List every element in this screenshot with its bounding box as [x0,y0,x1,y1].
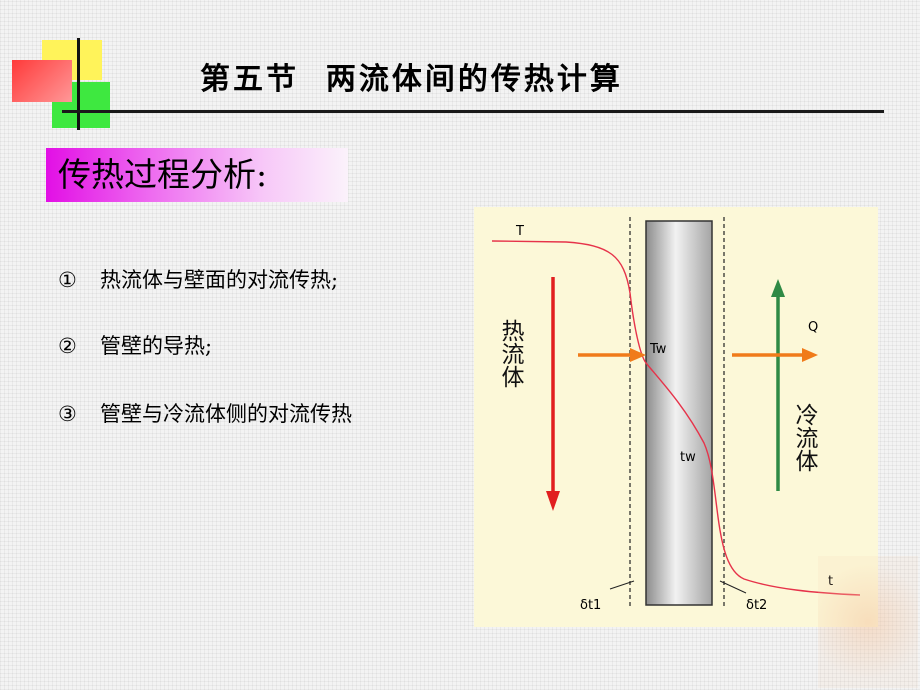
hot-wall-temp-label: Tw [649,342,667,357]
step-3: ③ 管壁与冷流体侧的对流传热 [58,396,352,432]
section-heading-bar [46,148,348,202]
step-1-number: ① [58,268,77,292]
cold-fluid-arrowhead [771,279,785,297]
pipe-wall [645,220,713,606]
temperature-profile-curve [491,240,861,596]
heat-transfer-diagram: T t Tw tw Q δt1 δt2 热流体 冷流体 [474,207,878,627]
decor-red-square [12,60,72,102]
diagram-canvas: T t Tw tw Q δt1 δt2 热流体 冷流体 [491,217,861,613]
decor-vertical-line [77,38,80,130]
hot-fluid-label: 热流体 [497,319,525,388]
hot-film-pointer [609,580,635,590]
heat-flow-arrowhead-in [630,348,646,362]
section-heading: 传热过程分析: [58,155,268,194]
slide-title: 第五节 两流体间的传热计算 [200,62,623,97]
cold-fluid-label: 冷流体 [791,403,819,472]
cold-film-pointer [719,580,747,594]
heat-flow-label: Q [808,320,818,335]
step-3-number: ③ [58,402,77,426]
cold-film-label: δt2 [746,598,767,613]
step-2: ② 管壁的导热; [58,328,212,364]
decor-seal-pattern [818,556,918,688]
cold-wall-temp-label: tw [680,450,696,465]
title-underline [62,110,884,113]
hot-temp-label: T [515,224,524,239]
step-3-text: 管壁与冷流体侧的对流传热 [100,402,352,426]
heat-flow-arrowhead-out [802,348,818,362]
step-1-text: 热流体与壁面的对流传热; [100,268,339,292]
step-1: ① 热流体与壁面的对流传热; [58,262,338,298]
hot-fluid-arrowhead [546,491,560,511]
hot-film-label: δt1 [580,598,601,613]
step-2-text: 管壁的导热; [100,334,213,358]
step-2-number: ② [58,334,77,358]
